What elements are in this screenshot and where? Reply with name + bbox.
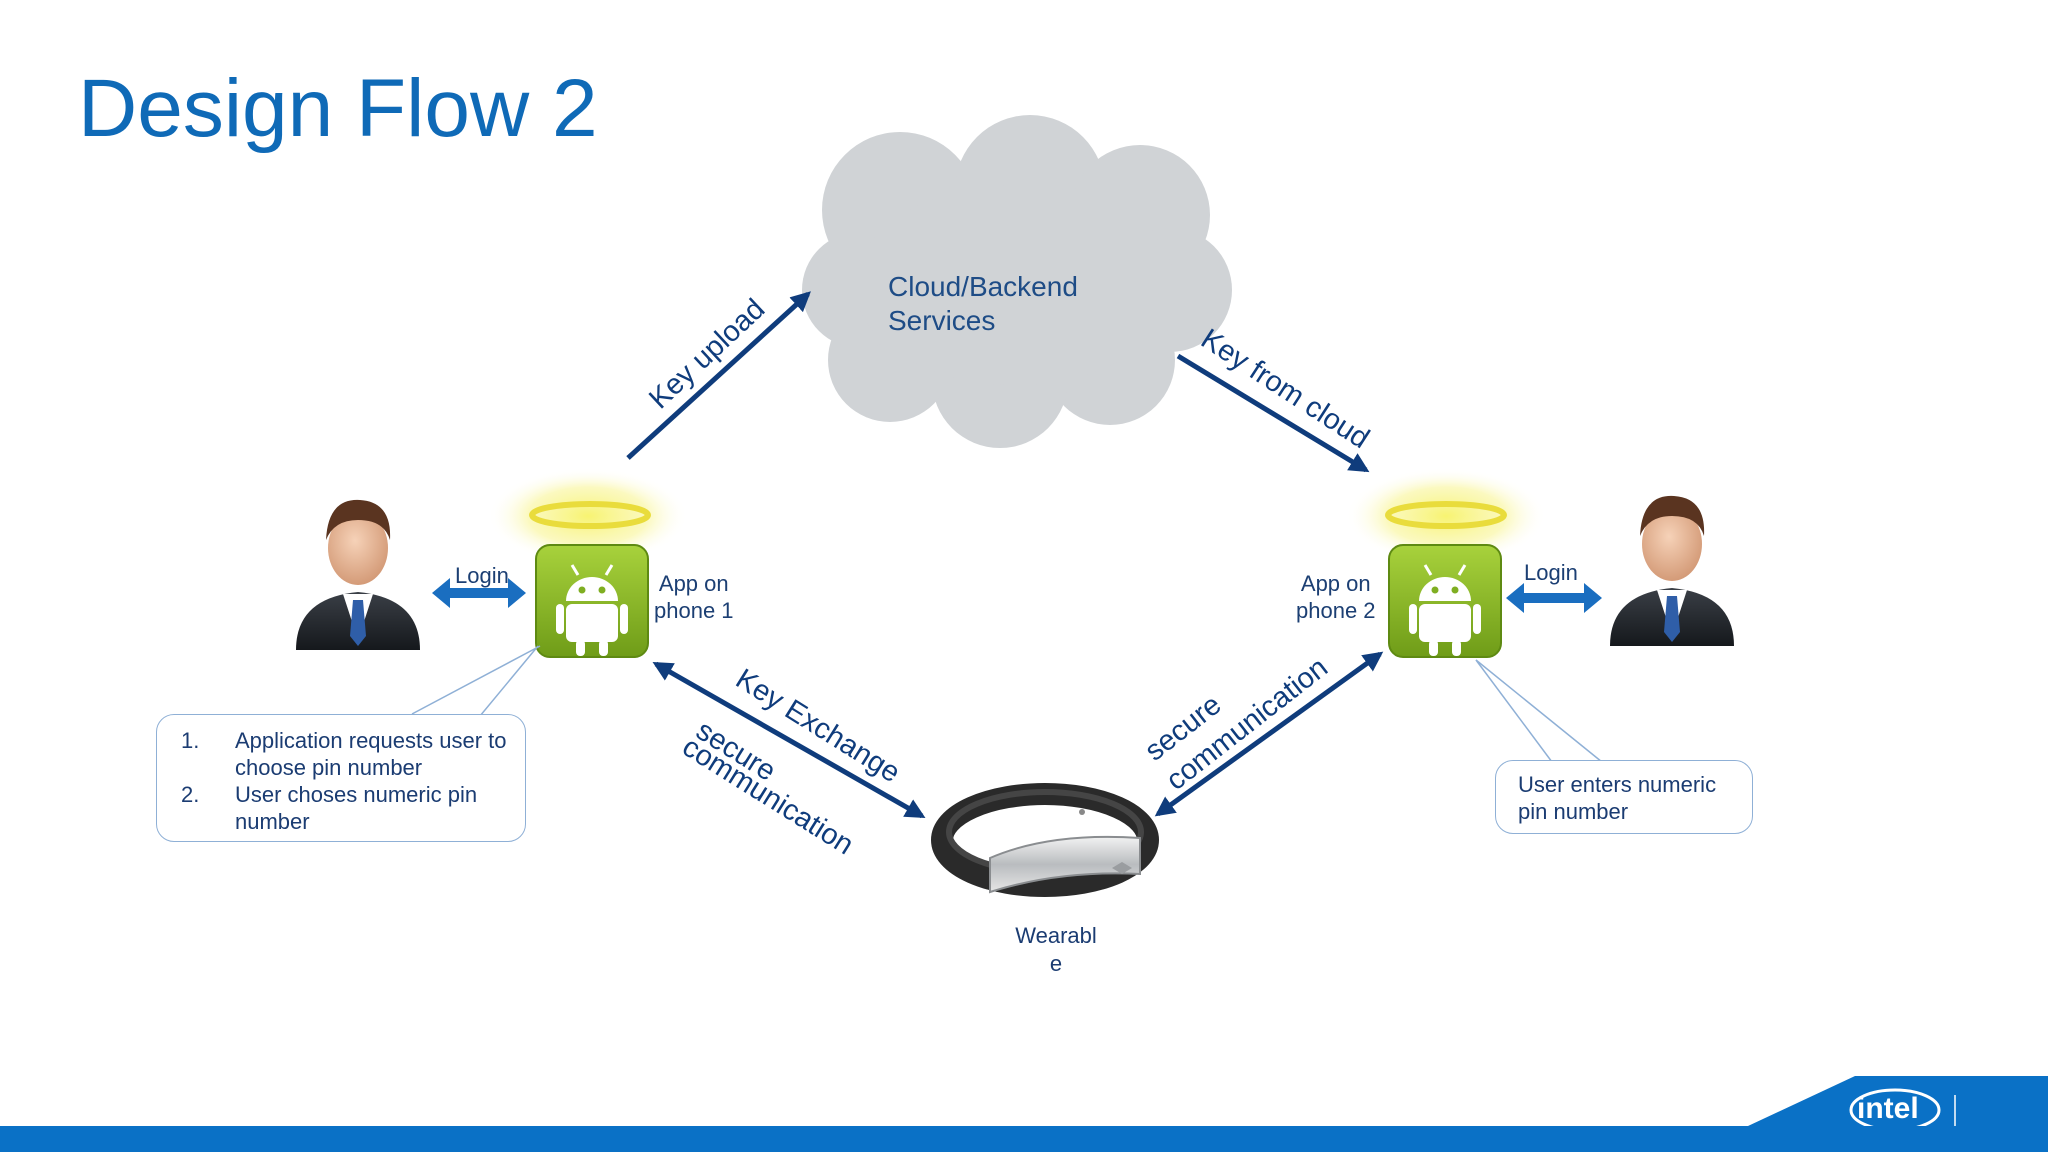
user-avatar-left [296, 499, 420, 650]
app-label-phone1-line1: App on [658, 571, 729, 596]
user-avatar-right [1610, 495, 1734, 646]
app-label-phone1-line2: phone 1 [654, 598, 734, 623]
callout-right: User enters numeric pin number [1495, 760, 1753, 834]
arrow-key-from-cloud [1176, 353, 1370, 473]
intel-logo: intel [1857, 1092, 1919, 1125]
login-label-right: Login [1524, 560, 1578, 585]
cloud-label: Cloud/Backend Services [888, 270, 1078, 338]
wearable-label: Wearabl e [1000, 922, 1112, 978]
app-label-phone2-line2: phone 2 [1296, 598, 1376, 623]
app-label-phone1: App on phone 1 [654, 570, 734, 624]
android-icon-right [1388, 544, 1502, 658]
arrow-secure-right [1154, 651, 1384, 817]
cloud-label-line2: Services [888, 305, 996, 336]
cloud-shape [802, 115, 1232, 448]
halo-left [488, 468, 688, 564]
cloud-label-line1: Cloud/Backend [888, 271, 1078, 302]
footer-slant [1748, 1076, 2048, 1126]
callout-left-item: 2. User choses numeric pin number [157, 781, 525, 835]
slide-title: Design Flow 2 [78, 63, 598, 154]
android-icon-left [535, 544, 649, 658]
callout-left-item: 1. Application requests user to choose p… [157, 727, 525, 781]
callout-right-text: User enters numeric pin number [1518, 772, 1717, 824]
wearable-label-line2: e [1049, 951, 1063, 976]
callout-right-pointer [1475, 659, 1603, 763]
arrow-key-upload [626, 291, 811, 460]
callout-left-item-text: User choses numeric pin number [235, 782, 478, 834]
footer-bar [0, 1126, 2048, 1152]
callout-left: 1. Application requests user to choose p… [156, 714, 526, 842]
login-arrow-right [1506, 583, 1602, 613]
login-label-left: Login [455, 563, 509, 588]
halo-right [1346, 468, 1546, 564]
callout-left-pointer [411, 645, 541, 717]
arrow-key-exchange [652, 661, 926, 819]
login-arrow-left [432, 578, 526, 608]
wearable-bracelet [931, 783, 1159, 897]
callout-left-item-num: 1. [181, 728, 200, 753]
app-label-phone2: App on phone 2 [1296, 570, 1376, 624]
callout-left-list: 1. Application requests user to choose p… [157, 727, 525, 835]
wearable-label-line1: Wearabl [1015, 923, 1097, 948]
callout-left-item-text: Application requests user to choose pin … [235, 728, 507, 780]
app-label-phone2-line1: App on [1300, 571, 1371, 596]
callout-left-item-num: 2. [181, 782, 200, 807]
